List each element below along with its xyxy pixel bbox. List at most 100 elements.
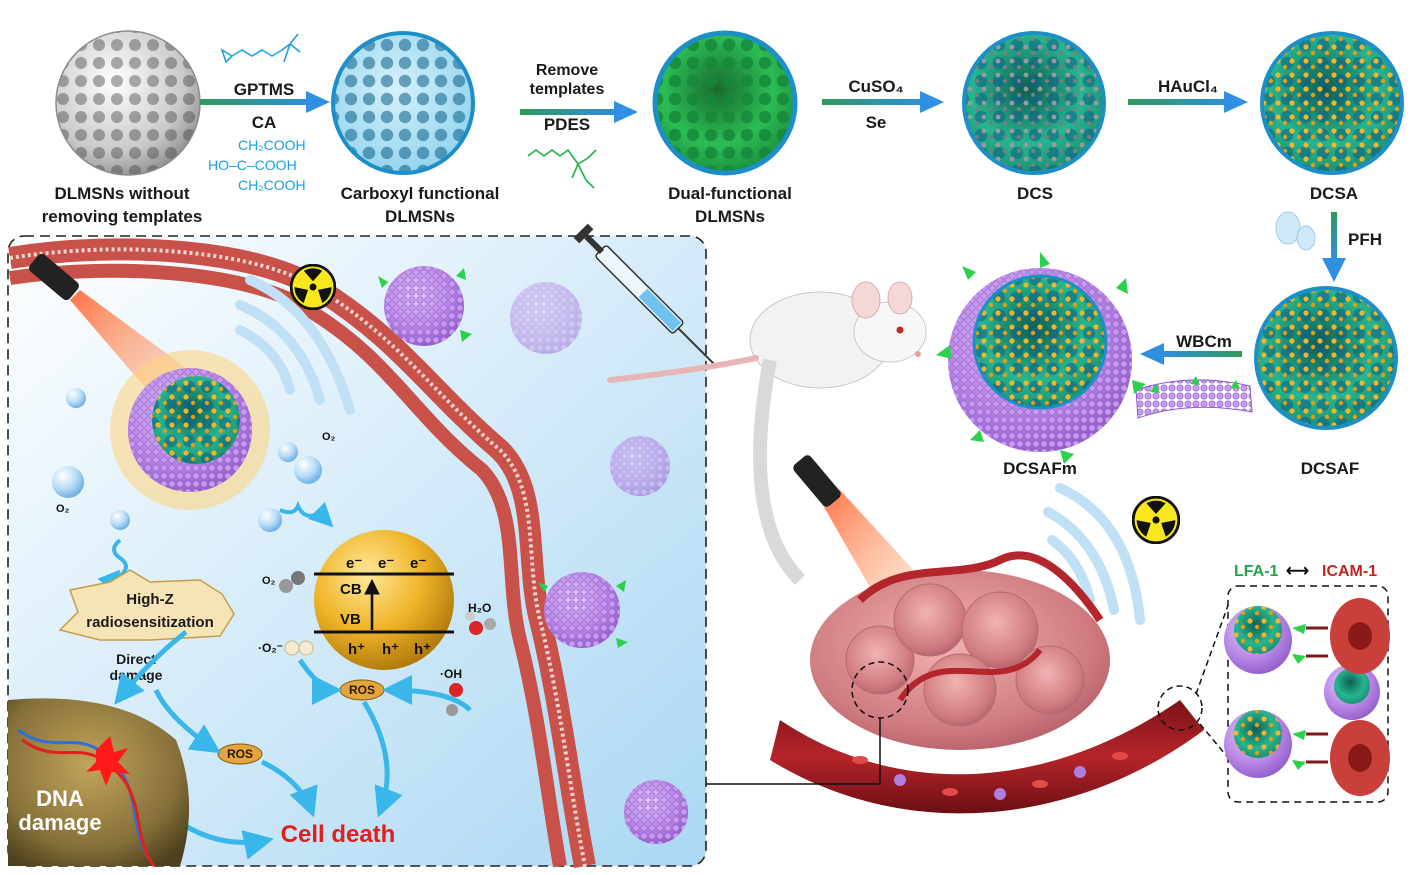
superoxide-molecule-icon bbox=[284, 640, 314, 656]
cell-membrane-lower bbox=[8, 263, 567, 868]
pdes-structure-icon bbox=[527, 148, 597, 189]
h2o-molecule-icon bbox=[465, 611, 496, 635]
dlmsn-template-label-2: removing templates bbox=[42, 207, 203, 226]
arrow-pfh bbox=[1275, 211, 1346, 282]
zoom-connector-1 bbox=[1199, 723, 1231, 761]
arrow-cuso4-se bbox=[822, 91, 944, 113]
hydroxyl-molecule-icon bbox=[446, 683, 463, 716]
dcsa-particle bbox=[1260, 31, 1404, 175]
electron-3: e⁻ bbox=[410, 555, 426, 572]
arrow-remove-templates bbox=[520, 101, 638, 123]
dcs-particle bbox=[962, 31, 1106, 175]
wbc-membrane-fragment bbox=[1135, 376, 1253, 419]
remove-label-2: templates bbox=[530, 81, 605, 98]
dcsaf-particle bbox=[1254, 286, 1398, 430]
connector-line bbox=[706, 718, 881, 785]
blood-vessel bbox=[770, 700, 1204, 814]
hole-3: h⁺ bbox=[414, 641, 431, 658]
targeting-zoom-box bbox=[1224, 585, 1390, 803]
dual-functional-particle bbox=[652, 30, 798, 176]
dual-label-2: DLMSNs bbox=[695, 207, 765, 226]
tumor-mass bbox=[810, 551, 1110, 750]
highz-label-2: radiosensitization bbox=[86, 614, 214, 631]
citric-acid-structure: CH₂COOH HO–C–COOH CH₂COOH bbox=[208, 137, 306, 193]
ros-left-label: ROS bbox=[227, 747, 253, 761]
o2-label-sphere: O₂ bbox=[262, 575, 276, 587]
se-label: Se bbox=[866, 113, 887, 132]
cell-nucleus bbox=[8, 698, 190, 867]
xray-waves-tumor-icon bbox=[1043, 483, 1145, 625]
icam1-label: ICAM-1 bbox=[1322, 563, 1377, 580]
ca-line-2: HO–C–COOH bbox=[208, 157, 297, 173]
cuso4-label: CuSO₄ bbox=[848, 77, 903, 96]
dna-damage-label-1: DNA bbox=[36, 786, 84, 811]
ca-line-3: CH₂COOH bbox=[238, 177, 306, 193]
hole-1: h⁺ bbox=[348, 641, 365, 658]
pdes-label: PDES bbox=[544, 115, 590, 134]
carboxyl-dlmsn-particle bbox=[331, 31, 475, 175]
ros-center-label: ROS bbox=[349, 683, 375, 697]
mouse-icon bbox=[607, 281, 927, 585]
radiation-icon bbox=[290, 264, 336, 310]
carboxyl-label-2: DLMSNs bbox=[385, 207, 455, 226]
ca-line-1: CH₂COOH bbox=[238, 137, 306, 153]
dcsaf-label: DCSAF bbox=[1301, 459, 1360, 478]
oxygen-bubbles bbox=[52, 388, 322, 532]
electron-1: e⁻ bbox=[346, 555, 362, 572]
circulating-particle-3 bbox=[610, 436, 670, 496]
dcsafm-particle bbox=[936, 252, 1146, 464]
zoom-circle-vessel bbox=[1157, 685, 1203, 731]
dcsafm-label: DCSAFm bbox=[1003, 459, 1077, 478]
arrow-gptms-ca bbox=[200, 91, 330, 113]
vb-label: VB bbox=[340, 611, 361, 628]
arrow-haucl4 bbox=[1128, 91, 1248, 113]
hole-2: h⁺ bbox=[382, 641, 399, 658]
dlmsn-template-particle bbox=[55, 30, 201, 176]
gptms-structure-icon bbox=[220, 33, 301, 64]
arrow-wbcm bbox=[1140, 343, 1242, 365]
cell-death-label: Cell death bbox=[281, 821, 396, 848]
circulating-particle-2 bbox=[510, 282, 582, 354]
remove-label-1: Remove bbox=[536, 62, 598, 79]
circulating-particle-1 bbox=[378, 266, 472, 346]
in-vivo-section: LFA-1 ⟷ ICAM-1 bbox=[573, 223, 1390, 814]
carboxyl-label-1: Carboxyl functional bbox=[341, 184, 500, 203]
ros-badge-left bbox=[217, 743, 263, 765]
mechanism-panel: O₂ O₂ High-Z radiosensitization Direct d… bbox=[7, 235, 707, 869]
o2-label-left: O₂ bbox=[56, 503, 70, 515]
h2o-label: H₂O bbox=[468, 601, 491, 615]
dna-damage-label-2: damage bbox=[18, 810, 101, 835]
dual-label-1: Dual-functional bbox=[668, 184, 792, 203]
lfa1-label: LFA-1 bbox=[1234, 563, 1279, 580]
dcs-label: DCS bbox=[1017, 184, 1053, 203]
circulating-particle-4 bbox=[538, 572, 628, 648]
radiation-icon-tumor bbox=[1132, 496, 1180, 544]
lfa-icam-arrow: ⟷ bbox=[1286, 563, 1309, 580]
synthesis-row: DLMSNs without removing templates GPTMS … bbox=[42, 30, 1404, 478]
xray-waves-icon bbox=[235, 275, 355, 415]
circulating-particle-5 bbox=[624, 780, 688, 844]
cb-label: CB bbox=[340, 581, 362, 598]
dcsa-label: DCSA bbox=[1310, 184, 1358, 203]
o2-label-right: O₂ bbox=[322, 431, 336, 443]
o2-molecule-icon bbox=[279, 571, 305, 593]
zoom-connector-2 bbox=[1195, 599, 1231, 695]
squiggle-arrow-right bbox=[279, 500, 334, 528]
ca-label: CA bbox=[252, 113, 277, 132]
dlmsn-template-label-1: DLMSNs without bbox=[54, 184, 189, 203]
syringe-icon bbox=[573, 223, 718, 368]
highz-label-1: High-Z bbox=[126, 591, 173, 608]
gptms-label: GPTMS bbox=[234, 80, 294, 99]
pfh-label: PFH bbox=[1348, 230, 1382, 249]
activated-nanoparticle bbox=[110, 350, 270, 510]
electron-2: e⁻ bbox=[378, 555, 394, 572]
haucl4-label: HAuCl₄ bbox=[1158, 77, 1218, 96]
wbcm-label: WBCm bbox=[1176, 332, 1232, 351]
radiosensitization-badge bbox=[58, 569, 235, 641]
cell-membrane-inner bbox=[9, 247, 587, 867]
hydroxyl-label: ·OH bbox=[440, 667, 462, 681]
electrons-row: e⁻ e⁻ e⁻ CB VB h⁺ h⁺ h⁺ bbox=[340, 555, 431, 658]
direct-damage-label-1: Direct bbox=[116, 651, 156, 667]
superoxide-label: ·O₂⁻ bbox=[258, 641, 283, 655]
